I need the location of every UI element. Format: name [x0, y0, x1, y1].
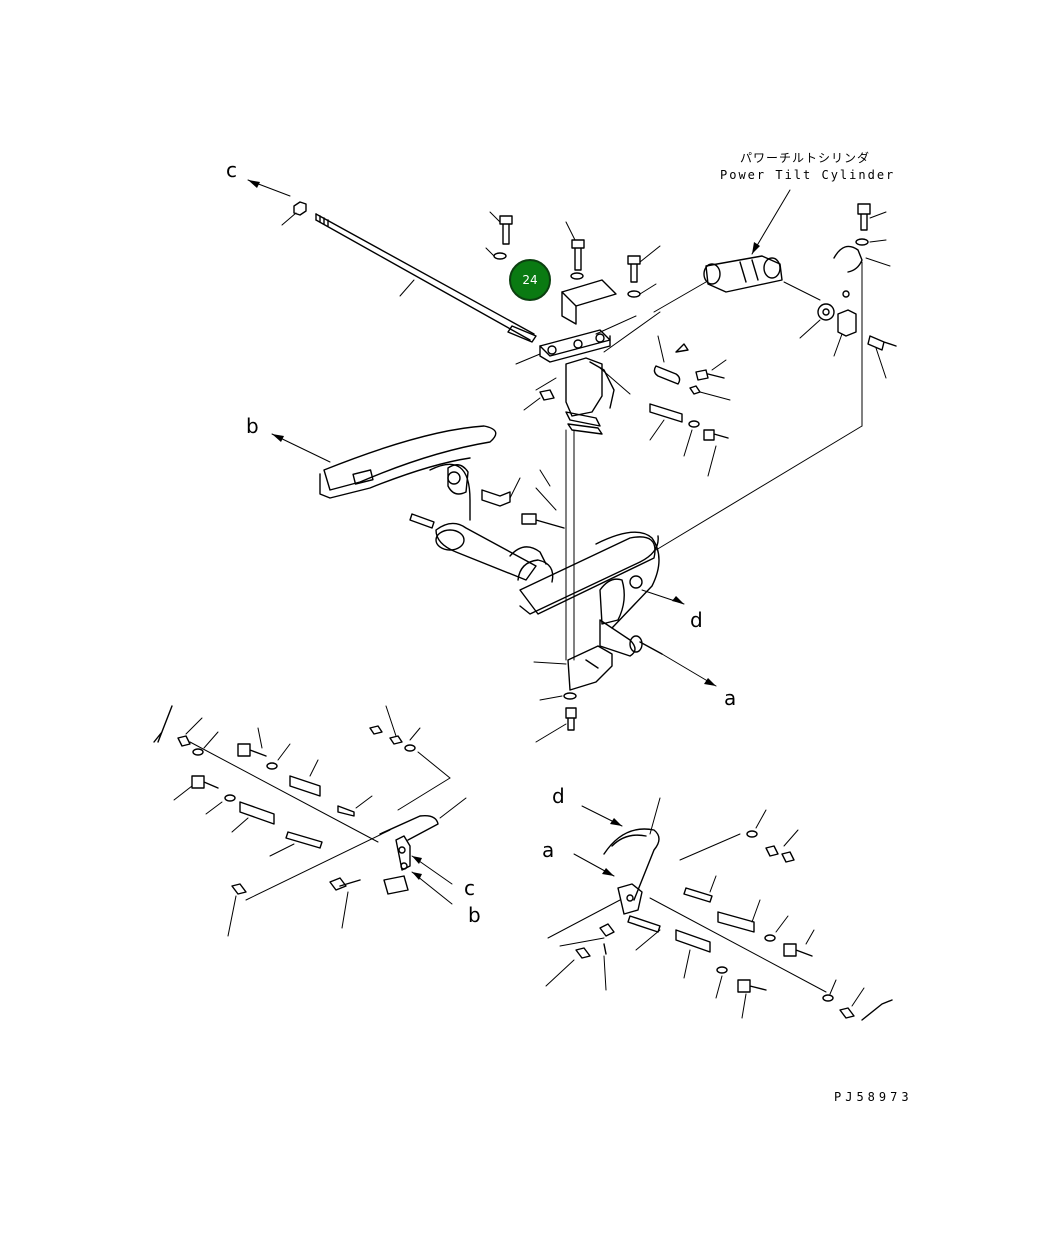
callout-badge[interactable]: 24 [509, 259, 551, 301]
caption-english: Power Tilt Cylinder [720, 168, 896, 182]
pins-and-bolts [649, 335, 731, 477]
lower-clamp [533, 645, 613, 743]
arrow-label-d-lower: d [552, 784, 565, 808]
lower-left-detail [153, 705, 467, 937]
power-tilt-cylinder [653, 189, 821, 313]
arrow-label-a-lower: a [542, 838, 555, 862]
main-lever-assembly [271, 425, 717, 687]
arrow-label-c-lower: c [464, 876, 475, 900]
arrow-label-b-lower: b [468, 903, 481, 927]
arrow-label-d-mid: d [690, 608, 703, 632]
arrow-label-b-left: b [246, 414, 259, 438]
top-bolts-group [485, 211, 661, 298]
bracket-assembly [515, 279, 661, 435]
right-side-parts [655, 203, 897, 551]
caption-japanese: パワーチルトシリンダ [740, 151, 871, 165]
tilt-rod-group [247, 179, 537, 343]
lower-right-detail [545, 797, 893, 1021]
drawing-reference-code: PJ58973 [834, 1090, 913, 1104]
arrow-label-a-mid: a [724, 686, 737, 710]
arrow-label-c-top: c [226, 158, 237, 182]
